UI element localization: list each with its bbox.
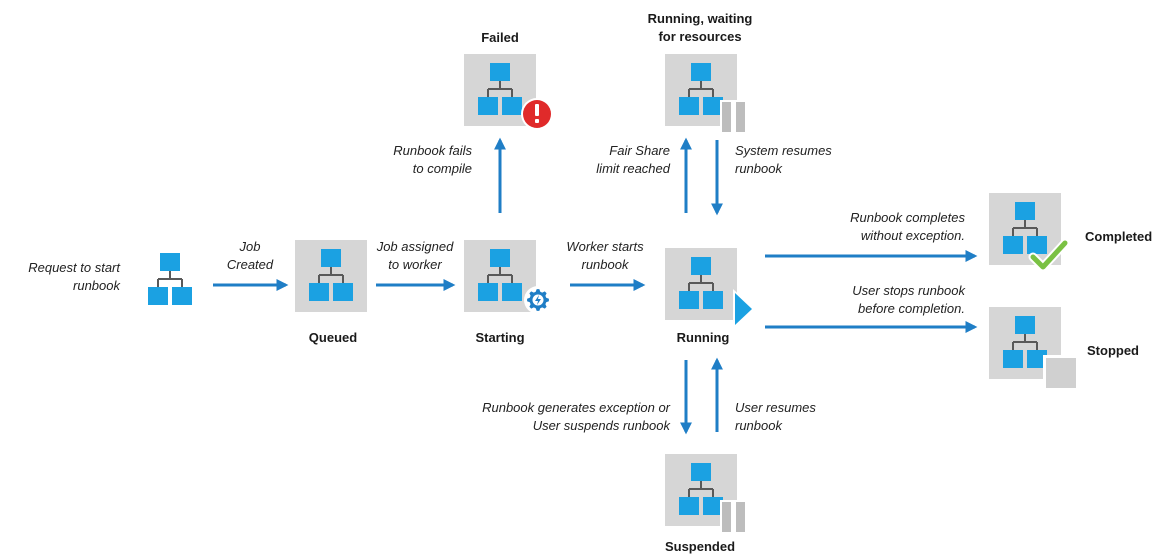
label-fails-compile: Runbook fails to compile xyxy=(393,143,472,176)
hierarchy-icon xyxy=(665,454,737,526)
hierarchy-icon xyxy=(665,248,737,320)
pause-icon xyxy=(720,500,748,534)
check-icon xyxy=(1028,238,1070,272)
hierarchy-icon xyxy=(464,240,536,312)
label-job-assigned: Job assigned to worker xyxy=(376,239,454,272)
stop-icon xyxy=(1043,355,1079,391)
play-icon xyxy=(733,289,755,329)
state-label-suspended: Suspended xyxy=(664,539,736,554)
label-completes: Runbook completes without exception. xyxy=(850,210,965,243)
label-fair-share: Fair Share limit reached xyxy=(596,143,670,176)
label-user-stops: User stops runbook before completion. xyxy=(852,283,965,316)
label-request-start: Request to start runbook xyxy=(28,260,120,293)
error-icon xyxy=(521,98,553,130)
state-label-stopped: Stopped xyxy=(1087,343,1139,358)
state-label-waiting: Running, waiting for resources xyxy=(647,11,753,44)
state-label-starting: Starting xyxy=(475,330,525,345)
label-generates-exception: Runbook generates exception or User susp… xyxy=(482,400,670,433)
state-label-completed: Completed xyxy=(1085,229,1153,244)
label-worker-starts: Worker starts runbook xyxy=(566,239,644,272)
hierarchy-icon xyxy=(295,240,367,312)
state-label-failed: Failed xyxy=(481,30,519,45)
hierarchy-icon xyxy=(148,253,192,305)
label-job-created: Job Created xyxy=(226,239,274,272)
label-system-resumes: System resumes runbook xyxy=(735,143,832,176)
pause-icon xyxy=(720,100,748,134)
hierarchy-icon xyxy=(989,193,1061,265)
state-label-queued: Queued xyxy=(308,330,358,345)
transition-arrows xyxy=(213,137,978,435)
label-user-resumes: User resumes runbook xyxy=(735,400,816,433)
gear-icon xyxy=(524,286,552,314)
state-label-running: Running xyxy=(676,330,730,345)
